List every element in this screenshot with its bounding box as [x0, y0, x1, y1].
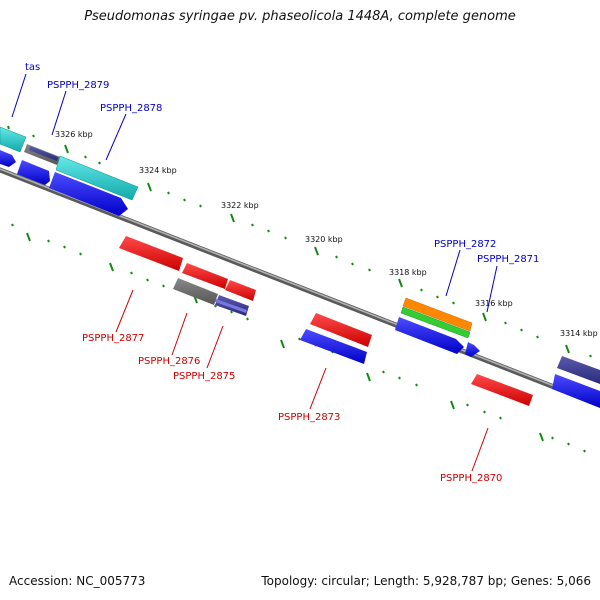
scale-label-3322: 3322 kbp: [221, 201, 259, 210]
gene-label-pspph-2878[interactable]: PSPPH_2878: [100, 103, 162, 114]
gene-label-pspph-2871[interactable]: PSPPH_2871: [477, 254, 539, 265]
gene-label-tas[interactable]: tas: [25, 62, 40, 73]
label-leaders: [11, 73, 498, 472]
gene-label-pspph-2877[interactable]: PSPPH_2877: [82, 333, 144, 344]
scale-label-3314: 3314 kbp: [560, 329, 598, 338]
genome-stats-text: Topology: circular; Length: 5,928,787 bp…: [261, 574, 591, 588]
gene-pspph-2878-feature[interactable]: [55, 155, 139, 201]
cds-forward-5[interactable]: [557, 356, 600, 384]
scale-label-3324: 3324 kbp: [139, 166, 177, 175]
gene-labels: tas PSPPH_2879 PSPPH_2878 PSPPH_2872 PSP…: [25, 62, 539, 484]
genome-title: Pseudomonas syringae pv. phaseolicola 14…: [84, 9, 516, 24]
scale-labels: 3326 kbp 3324 kbp 3322 kbp 3320 kbp 3318…: [55, 130, 598, 338]
gene-pspph-2872-feature[interactable]: [402, 297, 473, 332]
gene-label-pspph-2872[interactable]: PSPPH_2872: [434, 239, 496, 250]
inner-scale-ticks: [11, 223, 586, 453]
gene-pspph-2877-feature[interactable]: [119, 236, 183, 271]
scale-label-3318: 3318 kbp: [389, 268, 427, 277]
gene-pspph-2873-feature[interactable]: [310, 313, 372, 347]
outer-scale-ticks: [7, 125, 592, 358]
scale-label-3326: 3326 kbp: [55, 130, 93, 139]
gene-tas-feature[interactable]: [0, 126, 27, 153]
cds-reverse-1[interactable]: [182, 263, 228, 289]
gene-label-pspph-2873[interactable]: PSPPH_2873: [278, 412, 340, 423]
gene-label-pspph-2875[interactable]: PSPPH_2875: [173, 371, 235, 382]
cds-forward-3[interactable]: [49, 172, 128, 216]
gene-pspph-2870-feature[interactable]: [471, 374, 533, 406]
gene-pspph-2871-feature[interactable]: [465, 342, 480, 357]
gene-label-pspph-2876[interactable]: PSPPH_2876: [138, 356, 200, 367]
reverse-features: [119, 236, 533, 406]
gene-pspph-2876-feature[interactable]: [173, 278, 218, 305]
cds-forward-4[interactable]: [395, 317, 464, 354]
cds-reverse-3[interactable]: [300, 329, 367, 364]
cds-forward-6[interactable]: [552, 374, 600, 408]
scale-label-3316: 3316 kbp: [475, 299, 513, 308]
accession-text: Accession: NC_005773: [9, 574, 146, 588]
cds-reverse-2[interactable]: [225, 280, 256, 301]
scale-label-3320: 3320 kbp: [305, 235, 343, 244]
cds-forward-2[interactable]: [17, 160, 50, 185]
gene-label-pspph-2870[interactable]: PSPPH_2870: [440, 473, 502, 484]
forward-features: [0, 126, 600, 408]
cds-forward-1[interactable]: [0, 150, 16, 167]
gene-label-pspph-2879[interactable]: PSPPH_2879: [47, 80, 109, 91]
